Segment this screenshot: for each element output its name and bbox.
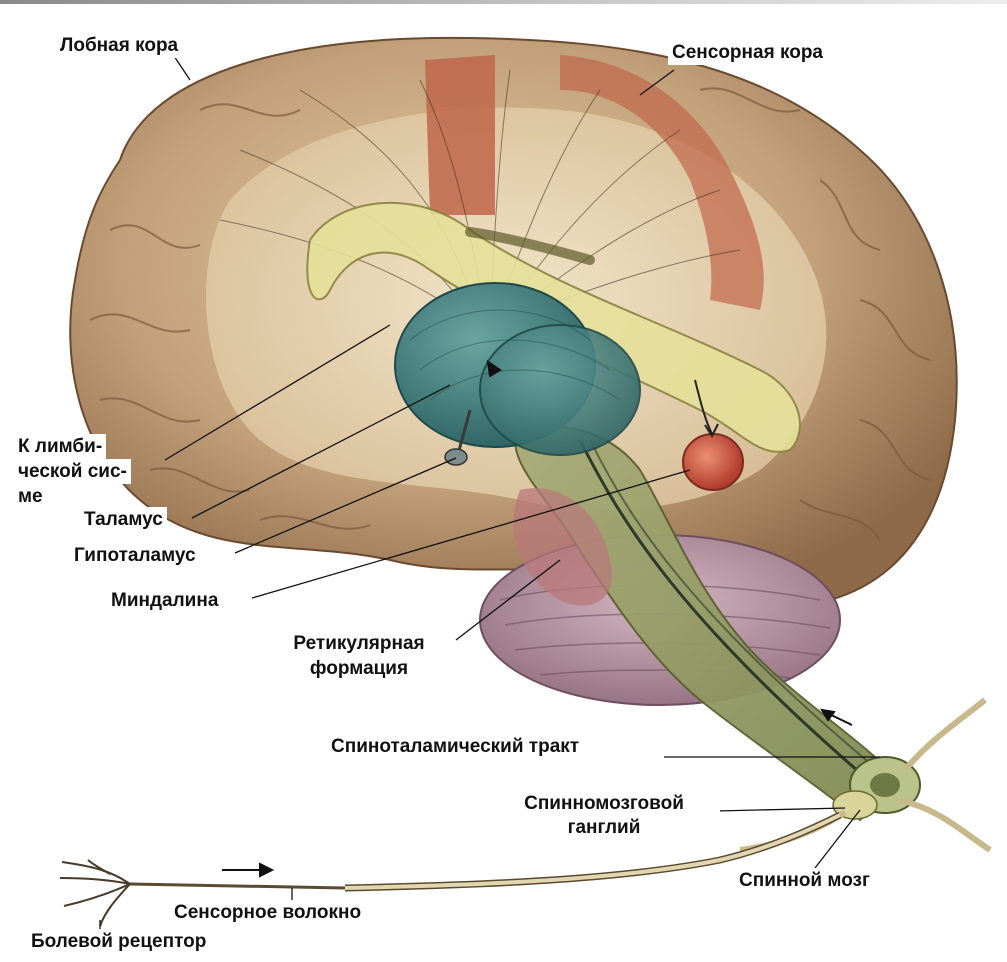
- label-to-limbic-system-line3: ме: [14, 484, 47, 509]
- label-spinal-ganglion-line2: ганглий: [488, 815, 720, 840]
- label-frontal-cortex: Лобная кора: [56, 33, 182, 58]
- label-hypothalamus: Гипоталамус: [70, 543, 200, 568]
- label-thalamus: Таламус: [80, 507, 167, 532]
- label-to-limbic-system-line2: ческой сис-: [14, 459, 131, 484]
- label-sensory-fiber: Сенсорное волокно: [170, 900, 365, 925]
- label-spinal-cord: Спинной мозг: [735, 868, 874, 893]
- label-to-limbic-system-line1: К лимби-: [14, 434, 106, 459]
- label-spinothalamic-tract: Спиноталамический тракт: [327, 734, 583, 759]
- label-pain-receptor: Болевой рецептор: [27, 929, 210, 954]
- label-spinal-ganglion-line1: Спинномозговой: [488, 791, 720, 816]
- label-reticular-formation-line2: формация: [263, 656, 455, 681]
- hypothalamus-shape: [445, 449, 467, 465]
- label-reticular-formation-line1: Ретикулярная: [263, 631, 455, 656]
- amygdala-shape: [683, 434, 743, 490]
- label-amygdala: Миндалина: [107, 588, 222, 613]
- pain-receptor-endings: [60, 860, 130, 926]
- label-sensory-cortex: Сенсорная кора: [668, 40, 827, 65]
